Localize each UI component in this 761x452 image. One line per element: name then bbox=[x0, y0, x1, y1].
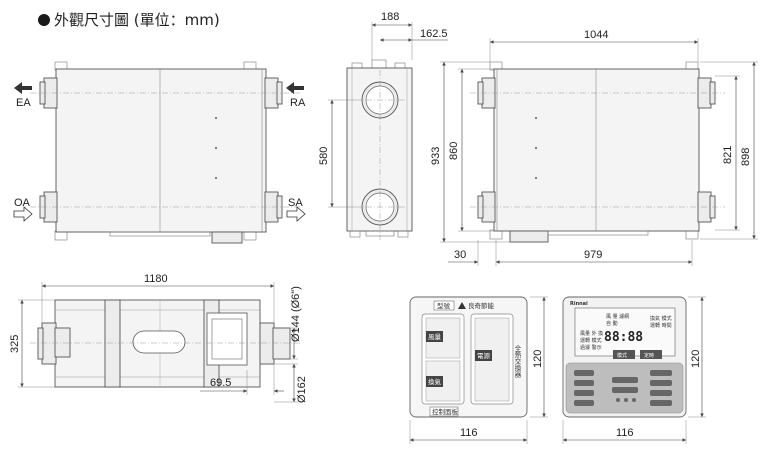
front-view: EA RA OA SA bbox=[13, 61, 306, 244]
lcd-digits: 88:88 bbox=[604, 330, 643, 345]
dim-933: 933 bbox=[430, 147, 442, 165]
panel-right-height: 120 bbox=[690, 350, 702, 368]
dim-821: 821 bbox=[722, 146, 734, 164]
back-body bbox=[493, 68, 700, 232]
oa-arrow-icon bbox=[13, 206, 33, 222]
mode-button[interactable] bbox=[426, 376, 443, 387]
panel-left-top-tag: 型號 bbox=[437, 301, 451, 310]
label-ra: RA bbox=[290, 97, 306, 109]
svg-text:自 動: 自 動 bbox=[606, 320, 618, 327]
svg-text:定時: 定時 bbox=[644, 352, 654, 359]
header: 外觀尺寸圖 (單位：mm) bbox=[38, 11, 220, 29]
panel-right-width: 116 bbox=[616, 427, 634, 439]
panel-left-width: 116 bbox=[460, 427, 478, 439]
svg-text:運轉 模式: 運轉 模式 bbox=[580, 337, 602, 344]
dim-1180: 1180 bbox=[144, 273, 168, 285]
dim-898: 898 bbox=[740, 148, 752, 166]
svg-text:風 量 濾網: 風 量 濾網 bbox=[606, 313, 629, 320]
panel-left-height: 120 bbox=[532, 350, 544, 368]
svg-text:換氣 模式: 換氣 模式 bbox=[650, 315, 672, 322]
control-panel-left: 型號 良奇節能 風量 換氣 電源 全熱交換器 控制面板 116 120 bbox=[409, 296, 548, 444]
dim-1044: 1044 bbox=[584, 29, 608, 41]
dim-30: 30 bbox=[454, 249, 466, 261]
dim-dia-144: Ø144 (Ø6") bbox=[290, 286, 302, 342]
label-oa: OA bbox=[14, 197, 31, 209]
dim-188: 188 bbox=[381, 11, 399, 23]
panel-right-brand: Rinnai bbox=[570, 301, 588, 307]
dim-860: 860 bbox=[448, 142, 460, 160]
front-body bbox=[55, 68, 267, 233]
label-ea: EA bbox=[16, 97, 31, 109]
airflow-button-label: 風量 bbox=[428, 333, 442, 341]
keypad-buttons[interactable] bbox=[574, 370, 672, 406]
power-button[interactable] bbox=[475, 350, 492, 361]
bullet-icon bbox=[38, 14, 50, 26]
svg-text:運轉 時間: 運轉 時間 bbox=[650, 322, 672, 329]
control-panel-right: Rinnai 風 量 濾網 自 動 換氣 模式 運轉 時間 88:88 風量 外… bbox=[562, 296, 706, 444]
ea-arrow-icon bbox=[14, 82, 32, 94]
dim-dia-162: Ø162 bbox=[296, 376, 308, 403]
page-title: 外觀尺寸圖 (單位：mm) bbox=[54, 11, 220, 29]
mode-button-label: 換氣 bbox=[428, 377, 442, 386]
dim-580: 580 bbox=[318, 147, 330, 165]
svg-text:過濾 警示: 過濾 警示 bbox=[580, 344, 602, 351]
dim-979: 979 bbox=[584, 249, 602, 261]
back-view: 1044 933 860 821 898 30 979 bbox=[430, 29, 758, 266]
dim-69-5: 69.5 bbox=[210, 377, 231, 389]
sa-arrow-icon bbox=[286, 206, 306, 222]
power-button-label: 電源 bbox=[477, 351, 491, 360]
panel-left-side-text: 全熱交換器 bbox=[513, 344, 521, 379]
top-view: 1180 325 69.5 Ø144 (Ø6") Ø162 bbox=[9, 273, 308, 403]
timer-button[interactable] bbox=[640, 350, 662, 359]
panel-left-bottom-tag: 控制面板 bbox=[432, 407, 459, 416]
svg-text:模式: 模式 bbox=[617, 352, 627, 359]
brand-logo-icon bbox=[458, 302, 466, 309]
airflow-button[interactable] bbox=[426, 331, 443, 342]
label-sa: SA bbox=[288, 197, 303, 209]
mode-button-right[interactable] bbox=[613, 350, 635, 359]
dim-162-5: 162.5 bbox=[420, 28, 448, 40]
dim-325: 325 bbox=[9, 335, 21, 353]
ra-arrow-icon bbox=[286, 82, 304, 94]
svg-text:風量 外 換: 風量 外 換 bbox=[580, 330, 603, 337]
side-view: 188 162.5 580 bbox=[318, 11, 448, 240]
panel-left-brand: 良奇節能 bbox=[468, 301, 495, 310]
